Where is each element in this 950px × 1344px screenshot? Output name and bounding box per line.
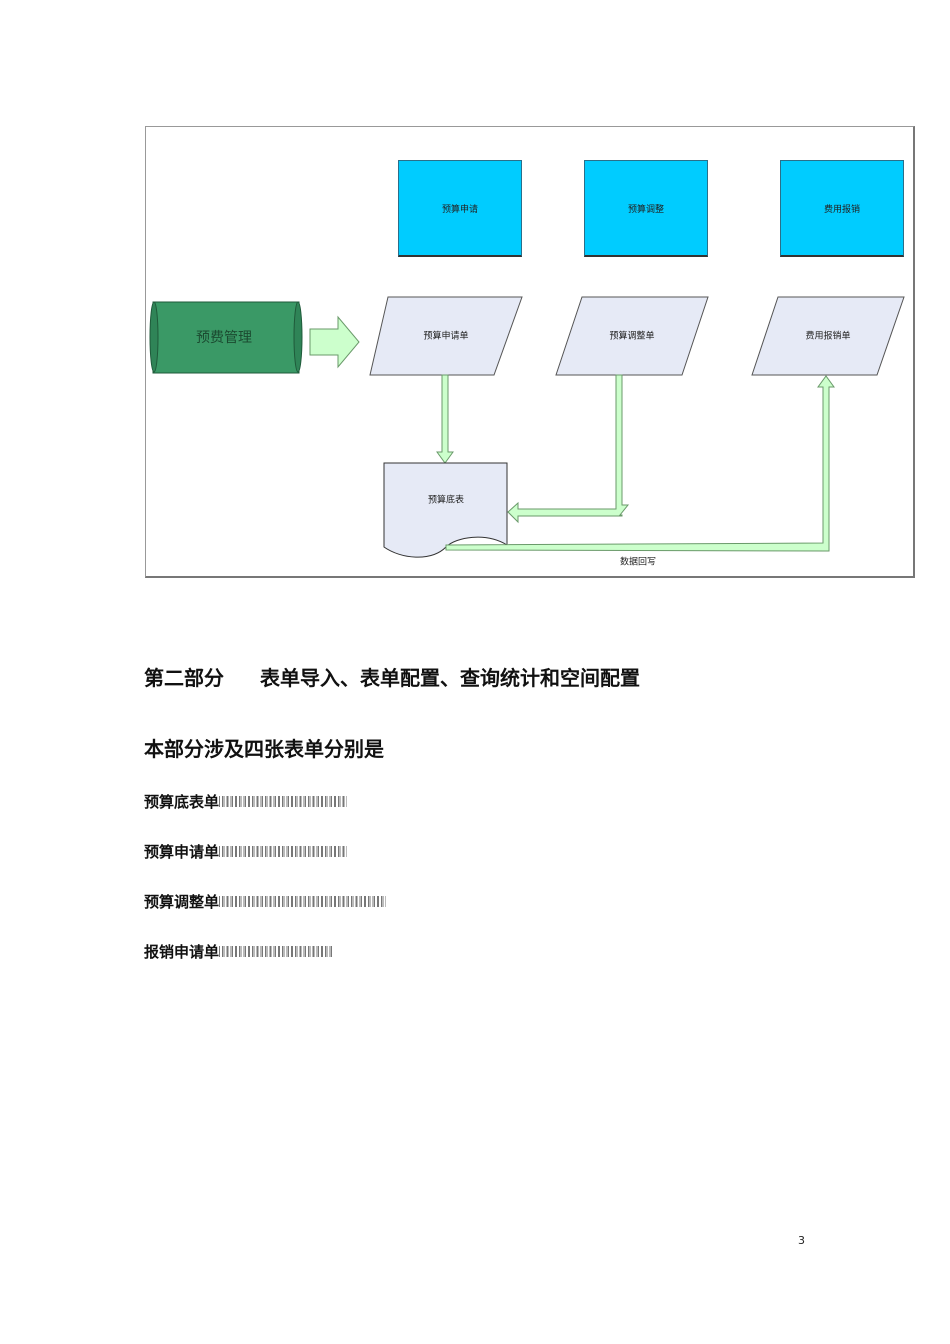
section-title-text: 表单导入、表单配置、查询统计和空间配置 [260, 666, 640, 690]
list-item-label: 报销申请单 [144, 943, 220, 961]
top-box-2: 预算调整 [584, 160, 708, 257]
section-title-part: 第二部分 [144, 666, 224, 690]
base-table-label: 预算底表 [427, 495, 465, 506]
list-item-label: 预算申请单 [144, 843, 220, 861]
list-item: 预算底表单 [144, 791, 348, 812]
form-label-1: 预算申请单 [423, 331, 469, 342]
missing-glyphs [219, 846, 348, 857]
section-subtitle: 本部分涉及四张表单分别是 [144, 737, 384, 761]
form-shape-3 [751, 296, 905, 376]
base-table-shape [383, 462, 508, 558]
list-item: 预算调整单 [144, 891, 387, 912]
form-shape-1 [369, 296, 523, 376]
form-label-2: 预算调整单 [609, 331, 655, 342]
missing-glyphs [219, 896, 387, 907]
list-item-label: 预算底表单 [144, 793, 220, 811]
start-shape [149, 301, 303, 374]
list-item: 预算申请单 [144, 841, 348, 862]
writeback-label: 数据回写 [619, 557, 657, 568]
top-box-1: 预算申请 [398, 160, 522, 257]
right-arrow-icon [309, 315, 360, 369]
form-label-3: 费用报销单 [805, 331, 851, 342]
missing-glyphs [219, 946, 333, 957]
page-number: 3 [798, 1234, 805, 1247]
flow-diagram: 预算申请 预算调整 费用报销 预费管理 预算申请单 预算调整单 费用报销单 预算… [145, 126, 915, 578]
form-shape-2 [555, 296, 709, 376]
start-label: 预费管理 [196, 330, 252, 346]
writeback-arrow-icon [445, 375, 835, 552]
list-item: 报销申请单 [144, 941, 333, 962]
down-arrow-icon [436, 374, 454, 464]
list-item-label: 预算调整单 [144, 893, 220, 911]
diagram-shapes [149, 296, 905, 558]
missing-glyphs [219, 796, 348, 807]
elbow-arrow-icon [507, 374, 630, 524]
top-box-3: 费用报销 [780, 160, 904, 257]
section-title: 第二部分 表单导入、表单配置、查询统计和空间配置 [144, 662, 640, 691]
